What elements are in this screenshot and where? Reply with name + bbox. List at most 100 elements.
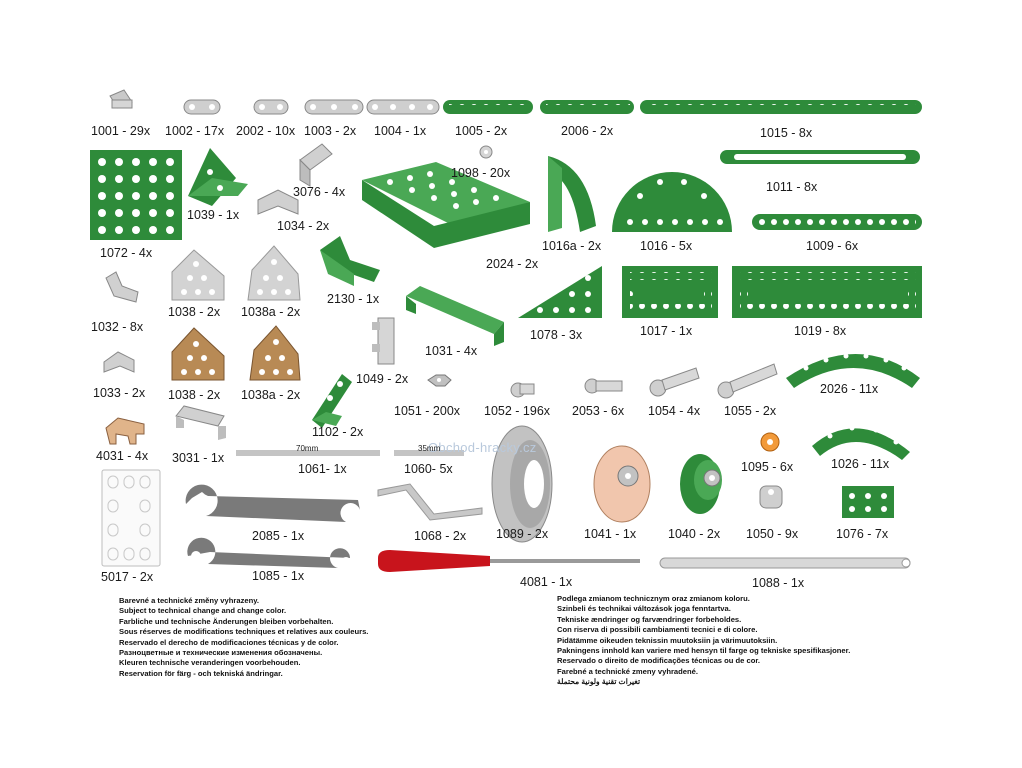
- disclaimer-line: Con riserva di possibili cambiamenti tec…: [557, 625, 758, 635]
- flexible-plate-1017-icon: [622, 266, 718, 318]
- part-label: 1016 - 5x: [640, 239, 693, 253]
- part-label: 1040 - 2x: [668, 527, 721, 541]
- curved-strip-2026-icon: [786, 353, 920, 388]
- part-label: 1034 - 2x: [277, 219, 330, 233]
- strip-1002-icon: [183, 99, 221, 115]
- part-label: 4081 - 1x: [520, 575, 573, 589]
- spanner-tool-1088-icon: [659, 557, 911, 569]
- spacer-1095-icon: [760, 432, 780, 452]
- strip-1005-icon: [443, 100, 533, 114]
- part-label: 1003 - 2x: [304, 124, 357, 138]
- part-label: 1033 - 2x: [93, 386, 146, 400]
- axle-mark-short: 35mm: [418, 444, 441, 453]
- part-label: 1019 - 8x: [794, 324, 847, 338]
- strip-1003-icon: [304, 99, 364, 115]
- strip-1015-icon: [640, 100, 922, 114]
- bracket-4031-icon: [105, 417, 145, 445]
- part-label: 3076 - 4x: [293, 185, 346, 199]
- screwdriver-4081-icon: [378, 550, 640, 572]
- disclaimer-line: Reservado el derecho de modificaciones t…: [119, 637, 339, 647]
- flat-triangle-1038a-brown-icon: [249, 325, 301, 381]
- disclaimer-line: Reservado o direito de modificações técn…: [557, 656, 760, 666]
- part-label: 1002 - 17x: [165, 124, 225, 138]
- disclaimer-line: Subject to technical change and change c…: [119, 606, 287, 616]
- part-label: 1061- 1x: [298, 462, 347, 476]
- part-label: 1031 - 4x: [425, 344, 478, 358]
- part-label: 1052 - 196x: [484, 404, 551, 418]
- part-label: 1051 - 200x: [394, 404, 461, 418]
- part-label: 1102 - 2x: [312, 425, 364, 439]
- disclaimer-line: Pidätämme oikeuden teknissin muutoksiin …: [557, 635, 778, 645]
- plate-1076-icon: [842, 486, 894, 518]
- semicircle-plate-1016-icon: [612, 172, 732, 232]
- strip-1004-icon: [366, 99, 440, 115]
- bolt-2053-icon: [584, 378, 623, 394]
- part-label: 1017 - 1x: [640, 324, 693, 338]
- part-label: 1049 - 2x: [356, 372, 409, 386]
- disclaimer-line: Pakningens innhold kan variere med hensy…: [557, 646, 851, 656]
- part-label: 1089 - 2x: [496, 527, 549, 541]
- part-label: 2026 - 11x: [820, 382, 879, 396]
- part-label: 1050 - 9x: [746, 527, 799, 541]
- part-label: 1078 - 3x: [530, 328, 583, 342]
- disclaimer-line: Barevné a technické změny vyhrazeny.: [119, 596, 259, 605]
- part-label: 1016a - 2x: [542, 239, 602, 253]
- disclaimer-line: Reservation för färg - och tekniská ändr…: [119, 668, 283, 678]
- part-label: 2053 - 6x: [572, 404, 625, 418]
- flat-triangle-1038-brown-icon: [171, 327, 225, 381]
- part-label: 1055 - 2x: [724, 404, 777, 418]
- disclaimer-line: Kleuren technische veranderingen voorbeh…: [119, 658, 301, 668]
- part-label: 1032 - 8x: [91, 320, 144, 334]
- part-label: 1068 - 2x: [414, 529, 467, 543]
- part-label: 1098 - 20x: [451, 166, 511, 180]
- part-label: 2130 - 1x: [327, 292, 380, 306]
- flat-triangle-1038-icon: [171, 249, 225, 301]
- part-label: 1038 - 2x: [168, 388, 221, 402]
- part-label: 2002 - 10x: [236, 124, 296, 138]
- part-label: 1009 - 6x: [806, 239, 859, 253]
- bracket-2130-icon: [320, 236, 380, 286]
- part-label: 4031 - 4x: [96, 449, 149, 463]
- part-label: 1005 - 2x: [455, 124, 508, 138]
- bracket-1102-icon: [312, 374, 352, 428]
- part-label: 1001 - 29x: [91, 124, 151, 138]
- double-bracket-3031-icon: [175, 405, 226, 440]
- part-label: 2024 - 2x: [486, 257, 539, 271]
- disclaimer-line: تغيرات تقنية ولونية محتملة: [557, 677, 641, 687]
- part-label: 1026 - 11x: [831, 457, 890, 471]
- crank-1068-icon: [377, 483, 483, 521]
- bracket-1034-icon: [257, 189, 299, 215]
- nut-1051-icon: [427, 374, 452, 387]
- bracket-1033-icon: [103, 351, 135, 373]
- disclaimer-line: Разноцветные и технические изменения обо…: [119, 648, 323, 658]
- spanner-1085-icon: [187, 537, 351, 568]
- bolt-1052-icon: [510, 382, 535, 398]
- flexible-plate-1019-icon: [732, 266, 922, 318]
- part-label: 1041 - 1x: [584, 527, 637, 541]
- strip-2006-icon: [540, 100, 634, 114]
- part-label: 1004 - 1x: [374, 124, 427, 138]
- pulley-1040-icon: [680, 454, 722, 514]
- washer-1098-icon: [479, 145, 493, 159]
- disclaimer-line: Szinbeli és technikai változások joga fe…: [557, 604, 731, 614]
- disclaimer-line: Farebné a technické zmeny vyhradené.: [557, 666, 698, 676]
- part-label: 1038 - 2x: [168, 305, 221, 319]
- disclaimer-right: Podlega zmianom technicznym oraz zmianom…: [557, 594, 850, 688]
- part-label: 2085 - 1x: [252, 529, 305, 543]
- part-label: 1060- 5x: [404, 462, 453, 476]
- part-label: 1039 - 1x: [187, 208, 240, 222]
- strip-1009-icon: [752, 214, 922, 230]
- curved-strip-1026-icon: [812, 425, 910, 460]
- plate-1072-icon: [90, 150, 182, 240]
- part-label: 1095 - 6x: [741, 460, 794, 474]
- bolt-1054-icon: [649, 367, 700, 397]
- double-bracket-1031-icon: [406, 286, 504, 346]
- part-label: 1038a - 2x: [241, 388, 301, 402]
- bracket-1032-icon: [105, 271, 139, 303]
- disclaimer-line: Sous réserves de modifications technique…: [119, 627, 369, 637]
- slotted-strip-1011-icon: [720, 150, 920, 164]
- part-label: 1038a - 2x: [241, 305, 301, 319]
- flanged-plate-2024-icon: [362, 162, 530, 248]
- part-label: 5017 - 2x: [101, 570, 154, 584]
